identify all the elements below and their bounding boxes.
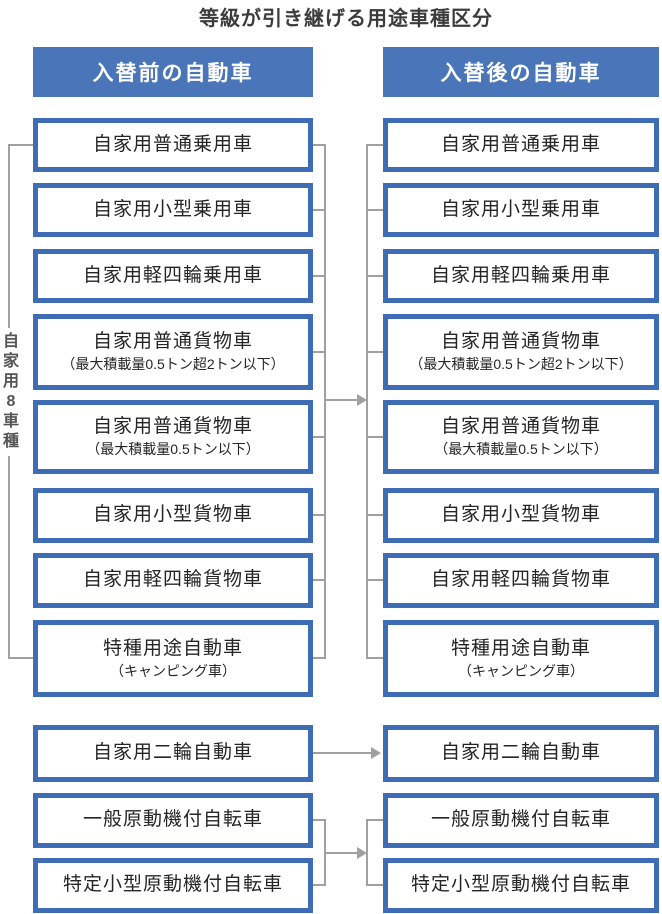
vehicle-box-after-1: 自家用普通乗用車 bbox=[383, 118, 659, 172]
after-stub-3 bbox=[367, 275, 383, 277]
vehicle-label: 自家用小型貨物車 bbox=[440, 504, 601, 526]
vehicle-note: （最大積載量0.5トン超2トン以下） bbox=[61, 356, 285, 372]
after-stub-7 bbox=[367, 579, 383, 581]
after-stub-5 bbox=[367, 436, 383, 438]
vehicle-note: （最大積載量0.5トン以下） bbox=[434, 441, 608, 457]
vehicle-box-before-7: 自家用軽四輪貨物車 bbox=[33, 553, 313, 608]
moped-before-stub-1 bbox=[313, 819, 326, 821]
vehicle-box-after-8: 特種用途自動車 （キャンピング車） bbox=[383, 620, 659, 697]
other-box-before-motorcycle: 自家用二輪自動車 bbox=[33, 725, 313, 782]
before-collector-line bbox=[324, 144, 326, 659]
before-stub-1 bbox=[313, 144, 326, 146]
other-box-before-moped-specified: 特定小型原動機付自転車 bbox=[33, 858, 313, 913]
vehicle-label: 自家用軽四輪乗用車 bbox=[82, 264, 263, 286]
vehicle-label: 自家用普通貨物車 bbox=[92, 416, 253, 438]
vehicle-note: （最大積載量0.5トン以下） bbox=[86, 441, 260, 457]
vehicle-box-after-7: 自家用軽四輪貨物車 bbox=[383, 553, 659, 608]
vehicle-label: 特定小型原動機付自転車 bbox=[410, 874, 631, 896]
vehicle-note: （キャンピング車） bbox=[110, 662, 236, 679]
vehicle-box-before-6: 自家用小型貨物車 bbox=[33, 488, 313, 543]
vehicle-label: 特定小型原動機付自転車 bbox=[62, 874, 283, 896]
after-distributor-line bbox=[366, 144, 368, 659]
after-column-header: 入替後の自動車 bbox=[383, 47, 659, 97]
vehicle-box-before-4: 自家用普通貨物車 （最大積載量0.5トン超2トン以下） bbox=[33, 314, 313, 390]
group-bracket-bottom-stub bbox=[8, 657, 33, 659]
moped-after-stub-2 bbox=[367, 884, 383, 886]
before-stub-6 bbox=[313, 514, 326, 516]
vehicle-label: 自家用小型乗用車 bbox=[92, 198, 253, 220]
vehicle-label: 自家用軽四輪貨物車 bbox=[82, 569, 263, 591]
vehicle-box-before-2: 自家用小型乗用車 bbox=[33, 183, 313, 237]
moped-arrow-shaft bbox=[325, 852, 359, 854]
vehicle-box-before-8: 特種用途自動車 （キャンピング車） bbox=[33, 620, 313, 697]
before-stub-4 bbox=[313, 351, 326, 353]
vehicle-box-after-4: 自家用普通貨物車 （最大積載量0.5トン超2トン以下） bbox=[383, 314, 659, 390]
before-stub-5 bbox=[313, 436, 326, 438]
motorcycle-arrow-shaft bbox=[313, 752, 373, 754]
before-stub-8 bbox=[313, 657, 326, 659]
after-stub-8 bbox=[367, 657, 383, 659]
vehicle-box-before-1: 自家用普通乗用車 bbox=[33, 118, 313, 172]
vehicle-box-after-2: 自家用小型乗用車 bbox=[383, 183, 659, 237]
vehicle-box-before-5: 自家用普通貨物車 （最大積載量0.5トン以下） bbox=[33, 400, 313, 474]
moped-before-stub-2 bbox=[313, 884, 326, 886]
vehicle-label: 自家用普通乗用車 bbox=[440, 133, 601, 155]
group-bracket-top-stub bbox=[8, 144, 33, 146]
vehicle-label: 自家用普通乗用車 bbox=[92, 133, 253, 155]
vehicle-box-after-5: 自家用普通貨物車 （最大積載量0.5トン以下） bbox=[383, 400, 659, 474]
vehicle-label: 自家用普通貨物車 bbox=[440, 416, 601, 438]
vehicle-label: 特種用途自動車 bbox=[102, 637, 243, 659]
other-box-after-moped-general: 一般原動機付自転車 bbox=[383, 793, 659, 848]
moped-after-stub-1 bbox=[367, 819, 383, 821]
vehicle-note: （キャンピング車） bbox=[458, 662, 584, 679]
before-stub-7 bbox=[313, 579, 326, 581]
moped-arrow-right-icon bbox=[357, 847, 367, 859]
motorcycle-arrow-right-icon bbox=[371, 747, 381, 759]
moped-after-distributor-line bbox=[366, 819, 368, 886]
vehicle-label: 自家用普通貨物車 bbox=[92, 331, 253, 353]
vehicle-box-after-6: 自家用小型貨物車 bbox=[383, 488, 659, 543]
vehicle-label: 一般原動機付自転車 bbox=[82, 809, 263, 831]
vehicle-box-before-3: 自家用軽四輪乗用車 bbox=[33, 249, 313, 303]
diagram-title: 等級が引き継げる用途車種区分 bbox=[199, 8, 493, 30]
other-box-after-moped-specified: 特定小型原動機付自転車 bbox=[383, 858, 659, 913]
main-arrow-shaft bbox=[325, 399, 359, 401]
vehicle-label: 自家用小型貨物車 bbox=[92, 504, 253, 526]
vehicle-label: 一般原動機付自転車 bbox=[430, 809, 611, 831]
vehicle-label: 自家用普通貨物車 bbox=[440, 331, 601, 353]
before-stub-2 bbox=[313, 209, 326, 211]
after-stub-1 bbox=[367, 144, 383, 146]
group-label-private-8-classes: 自家用8車種 bbox=[1, 328, 21, 456]
main-arrow-right-icon bbox=[357, 394, 367, 406]
after-stub-6 bbox=[367, 514, 383, 516]
other-box-before-moped-general: 一般原動機付自転車 bbox=[33, 793, 313, 848]
vehicle-label: 自家用軽四輪貨物車 bbox=[430, 569, 611, 591]
before-column-header: 入替前の自動車 bbox=[33, 47, 313, 97]
vehicle-label: 自家用二輪自動車 bbox=[92, 742, 253, 764]
before-stub-3 bbox=[313, 275, 326, 277]
other-box-after-motorcycle: 自家用二輪自動車 bbox=[383, 725, 659, 782]
vehicle-box-after-3: 自家用軽四輪乗用車 bbox=[383, 249, 659, 303]
after-stub-4 bbox=[367, 351, 383, 353]
vehicle-label: 自家用小型乗用車 bbox=[440, 198, 601, 220]
vehicle-note: （最大積載量0.5トン超2トン以下） bbox=[409, 356, 633, 372]
vehicle-label: 自家用二輪自動車 bbox=[440, 742, 601, 764]
after-stub-2 bbox=[367, 209, 383, 211]
vehicle-label: 特種用途自動車 bbox=[450, 637, 591, 659]
vehicle-label: 自家用軽四輪乗用車 bbox=[430, 264, 611, 286]
